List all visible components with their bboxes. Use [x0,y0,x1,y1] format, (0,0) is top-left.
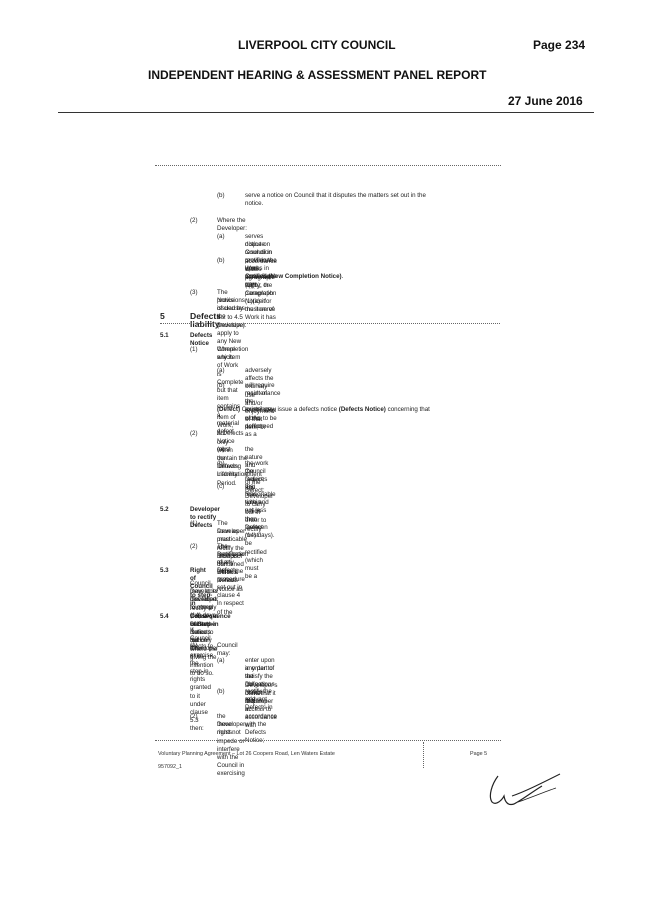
item-text: rectified (New Completion Notice). [245,273,344,280]
subsection-title: Right of Council to step-in [190,567,213,607]
item-text: serves notice on Council in accordance w… [245,233,277,290]
header-divider [58,112,594,113]
item-text: rectification of any Defect. [217,551,249,575]
item-label: (a) [217,367,225,374]
subsection-title: Defects Notice [190,332,213,348]
item-text: Where any item of Work is Complete but t… [217,346,244,436]
item-text: those rights. [217,721,234,737]
item-text: serve a notice on Council that it disput… [245,192,426,199]
subsection-title: Consequence of Step-in [190,613,231,629]
subsection-title: Developer to rectify Defects [190,506,220,530]
footer-divider [423,742,424,768]
item-label: (1) [190,642,198,649]
item-label: (b) [217,257,225,264]
footer-rule [155,740,501,741]
item-text: notice. [245,200,264,207]
subsection-number: 5.4 [160,613,169,620]
document-top-rule [155,165,501,166]
subsection-number: 5.2 [160,506,169,513]
item-text: item of Work, but only within the Defect… [217,414,238,487]
item-text: will require maintenance or rectificatio… [245,382,281,439]
item-text: Developer fourteen (14) days written not… [190,596,219,677]
item-label: (a) [217,657,225,664]
page-number: Page 234 [533,38,586,52]
item-label: (c) [217,483,225,490]
item-label: (b) [217,382,225,389]
section-title: Defects liability [190,311,222,330]
item-text: A Defects Notice must contain the follow… [217,430,250,479]
item-text: Council may, at its discretion, rectify … [190,580,219,653]
item-label: (1) [190,520,198,527]
item-text: Where the Developer: [217,217,247,233]
report-title: INDEPENDENT HEARING & ASSESSMENT PANEL R… [148,68,487,82]
item-label: (2) [190,430,198,437]
item-text: adversely affects the ordinary use and/o… [245,367,274,432]
item-text: If Council elects to exercise the step-i… [190,627,214,733]
item-text: rectifies the Works in accordance with p… [245,257,277,314]
item-text: upon Council a new Completion Notice for… [245,265,277,322]
item-label: (b) [217,460,225,467]
item-text: (Defect) Council may issue a defects not… [217,406,430,413]
item-text: Notice issued by the Developer. [217,297,247,329]
item-text: dispute resolution provisions of this ag… [245,241,275,290]
item-text: The Developer must follow the procedure … [217,543,246,616]
section-rule [160,323,500,324]
item-text: Council may: [217,642,238,658]
item-text: enter upon any part of the Developer's L… [245,657,278,714]
item-label: (a) [217,233,225,240]
item-label: (2) [190,543,198,550]
item-label: (a) [217,446,225,453]
item-text: soon as practicable after receipt of the… [217,528,247,585]
item-text: The Developer must rectify the Defects c… [217,520,246,593]
footer-page: Page 5 [470,751,488,757]
report-date: 27 June 2016 [508,94,583,108]
council-name: LIVERPOOL CITY COUNCIL [238,38,396,52]
item-text: Developer has failed to comply with a De… [190,588,219,661]
item-label: (b) [217,688,225,695]
item-text: which: [217,354,235,361]
item-label: (b) [217,192,225,199]
item-label: (2) [190,217,198,224]
item-label: (1) [190,346,198,353]
item-text: reasonable time and not less than fourte… [245,491,276,540]
item-text: the work Council requires the Developer … [245,460,274,533]
item-text: in order to satisfy the obligations of t… [245,665,277,730]
item-text: the Defects Notice; and [245,673,266,705]
item-text: and [245,696,256,703]
item-label: (3) [190,289,198,296]
item-text: the Developer must not impede or interfe… [217,713,246,778]
item-text: result of the existence of the defect [245,390,272,430]
signature-mark [489,773,561,806]
section-number: 5 [160,311,165,321]
item-text: The provisions of clauses 4.2 to 4.5 (in… [217,289,249,354]
subsection-number: 5.1 [160,332,169,339]
item-text: the time within which the Defect must be… [245,483,267,581]
item-text: the nature and extent of the Defect; [245,446,265,495]
item-label: (2) [190,713,198,720]
footer-agreement: Voluntary Planning Agreement – Lot 26 Co… [158,751,335,757]
footer-doc-id: 957092_1 [158,764,182,770]
subsection-number: 5.3 [160,567,169,574]
item-text: the Defect; and [245,468,265,492]
